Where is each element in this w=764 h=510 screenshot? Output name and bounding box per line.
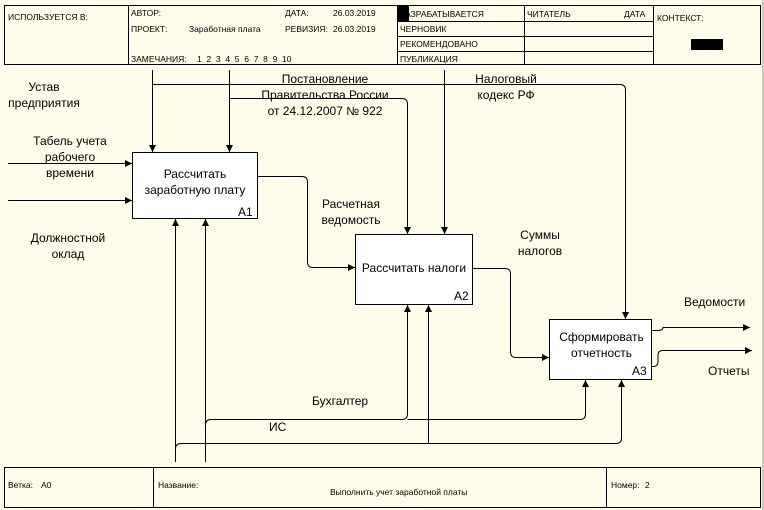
status-publication: ПУБЛИКАЦИЯ	[400, 54, 458, 64]
box-a1-number: A1	[238, 205, 253, 219]
footer-frame	[4, 467, 761, 508]
label-is: ИС	[269, 420, 287, 434]
notes-label: ЗАМЕЧАНИЯ:	[131, 54, 187, 64]
label-reports: Отчеты	[708, 364, 750, 378]
header-frame	[4, 5, 761, 65]
number-value: 2	[645, 480, 650, 490]
node-value: A0	[41, 480, 52, 490]
label-charter: Устав предприятия	[8, 80, 80, 111]
box-a3-label: Сформировать отчетность	[559, 330, 644, 361]
label-accountant: Бухгалтер	[312, 394, 369, 408]
box-a1-label: Рассчитать заработную плату	[144, 167, 246, 198]
revision-value: 26.03.2019	[333, 24, 376, 34]
arrow-is-a3[interactable]	[175, 380, 625, 450]
status-draft: ЧЕРНОВИК	[400, 24, 447, 34]
label-payroll: Расчетная ведомость	[321, 197, 381, 228]
date-value: 26.03.2019	[333, 8, 376, 18]
activity-box-a2[interactable]	[355, 234, 473, 305]
notes-numbers: 1 2 3 4 5 6 7 8 9 10	[197, 54, 292, 64]
used-in-label: ИСПОЛЬЗУЕТСЯ В:	[8, 12, 88, 22]
arrow-accountant-a3[interactable]	[407, 380, 589, 420]
label-decree: Постановление Правительства России от 24…	[261, 72, 389, 119]
activity-box-a1[interactable]	[132, 152, 258, 219]
arrow-payroll[interactable]	[258, 176, 355, 271]
diagram-title: Выполнить учет заработной платы	[330, 487, 468, 497]
reader-label: ЧИТАТЕЛЬ	[527, 9, 571, 19]
status-developing: РАЗРАБАТЫВАЕТСЯ	[400, 9, 484, 19]
box-a2-number: A2	[454, 289, 469, 303]
project-label: ПРОЕКТ:	[131, 24, 168, 34]
activity-box-a3[interactable]	[549, 319, 652, 380]
arrow-accountant-a2[interactable]	[205, 305, 411, 426]
revision-label: РЕВИЗИЯ:	[285, 24, 328, 34]
title-label: Название:	[158, 480, 199, 490]
node-label: Ветка:	[8, 480, 34, 490]
arrow-decree-a2[interactable]	[229, 98, 411, 235]
label-tax-sums: Суммы налогов	[517, 228, 563, 259]
label-salary: Должностной оклад	[30, 231, 106, 262]
box-a3-number: A3	[632, 364, 647, 378]
reader-date-label: ДАТА	[624, 9, 646, 19]
date-label: ДАТА:	[285, 8, 309, 18]
arrow-statements[interactable]	[652, 324, 750, 331]
context-label: КОНТЕКСТ:	[657, 13, 704, 23]
status-recommended: РЕКОМЕНДОВАНО	[400, 39, 478, 49]
arrow-tax-sums[interactable]	[473, 268, 549, 361]
box-a2-label: Рассчитать налоги	[361, 261, 467, 275]
status-marker	[398, 6, 409, 21]
label-tax-code: Налоговый кодекс РФ	[475, 72, 537, 103]
arrow-reports[interactable]	[652, 347, 752, 367]
label-timesheet: Табель учета рабочего времени	[33, 134, 107, 181]
project-value: Заработная плата	[189, 24, 261, 34]
context-marker	[691, 39, 723, 50]
author-label: АВТОР:	[131, 8, 162, 18]
number-label: Номер:	[611, 480, 640, 490]
arrow-charter-a3[interactable]	[152, 84, 629, 320]
label-statements: Ведомости	[684, 295, 746, 309]
